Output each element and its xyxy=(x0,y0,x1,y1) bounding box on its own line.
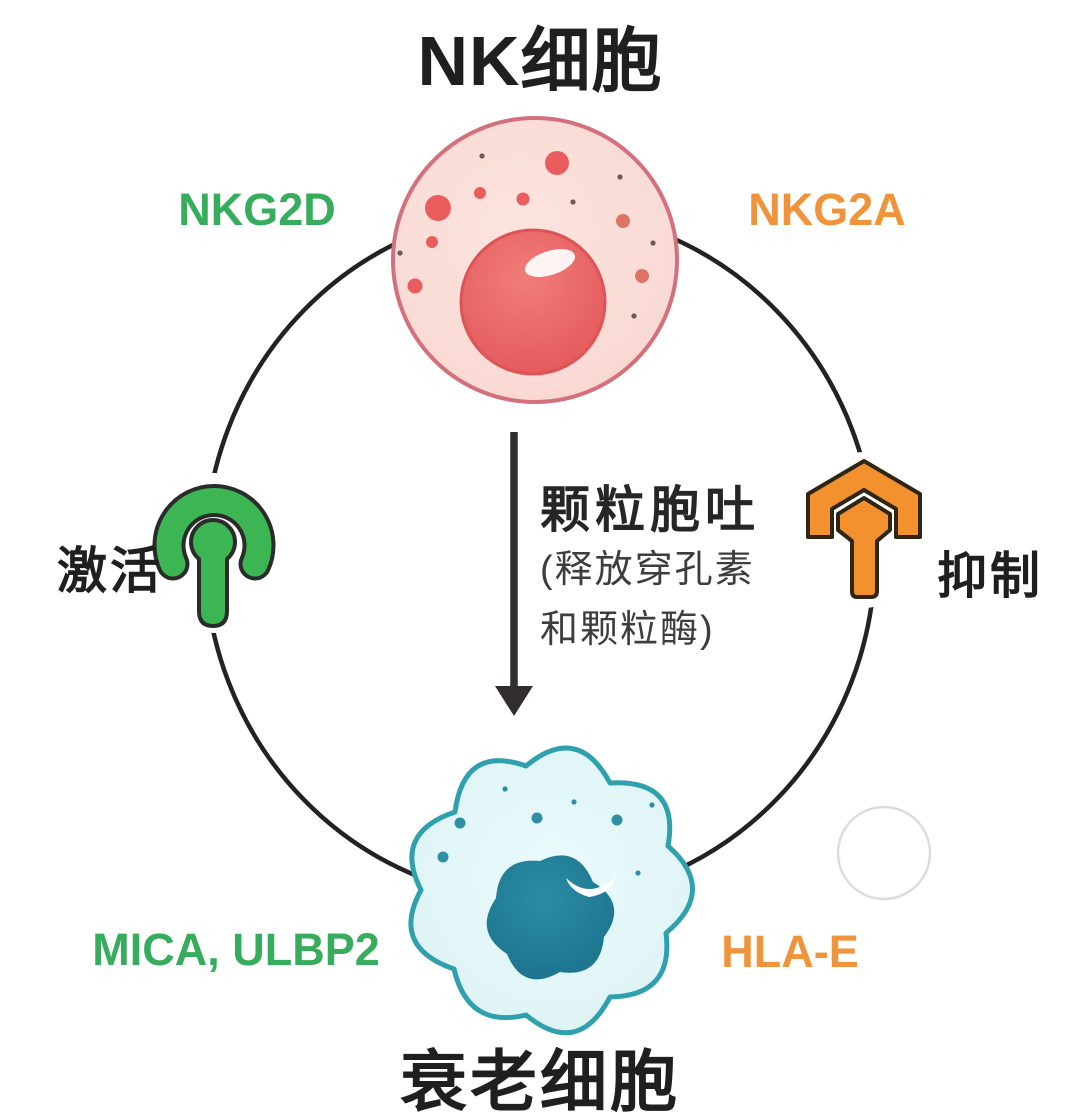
bottom-right-ligand-label: HLA-E xyxy=(721,926,859,977)
inhibitory-receptor-arch xyxy=(806,459,922,539)
senescent-cell-nucleus xyxy=(486,855,615,980)
inhibition-label: 抑制 xyxy=(937,548,1043,604)
top-cell-title: NK细胞 xyxy=(417,22,663,100)
watermark-circle xyxy=(836,805,932,901)
senescent-cell-dots xyxy=(437,786,655,876)
bottom-left-ligands-label: MICA, ULBP2 xyxy=(92,924,380,975)
nk-cell-illustration xyxy=(391,116,679,404)
downward-arrow-icon xyxy=(495,432,533,716)
inhibitory-receptor-pin xyxy=(836,496,892,599)
bottom-cell-title: 衰老细胞 xyxy=(400,1045,680,1112)
inhibitory-receptor-icon xyxy=(802,452,926,608)
left-ligand-label: NKG2D xyxy=(178,184,336,235)
nk-cell-granule-dots xyxy=(397,151,656,319)
nk-cell-nucleus xyxy=(459,228,607,376)
activating-receptor-pin xyxy=(189,518,237,628)
activating-receptor-icon xyxy=(152,473,276,633)
exocytosis-subtext-line2: 和颗粒酶) xyxy=(540,609,715,651)
nk-nucleus-highlight xyxy=(524,249,576,277)
right-ligand-label: NKG2A xyxy=(748,184,906,235)
activation-label: 激活 xyxy=(57,543,163,599)
exocytosis-title: 颗粒胞吐 xyxy=(540,482,760,538)
exocytosis-subtext-line1: (释放穿孔素 xyxy=(540,549,755,591)
senescent-cell-illustration xyxy=(408,745,695,1036)
senescent-nucleus-highlight xyxy=(566,876,616,897)
